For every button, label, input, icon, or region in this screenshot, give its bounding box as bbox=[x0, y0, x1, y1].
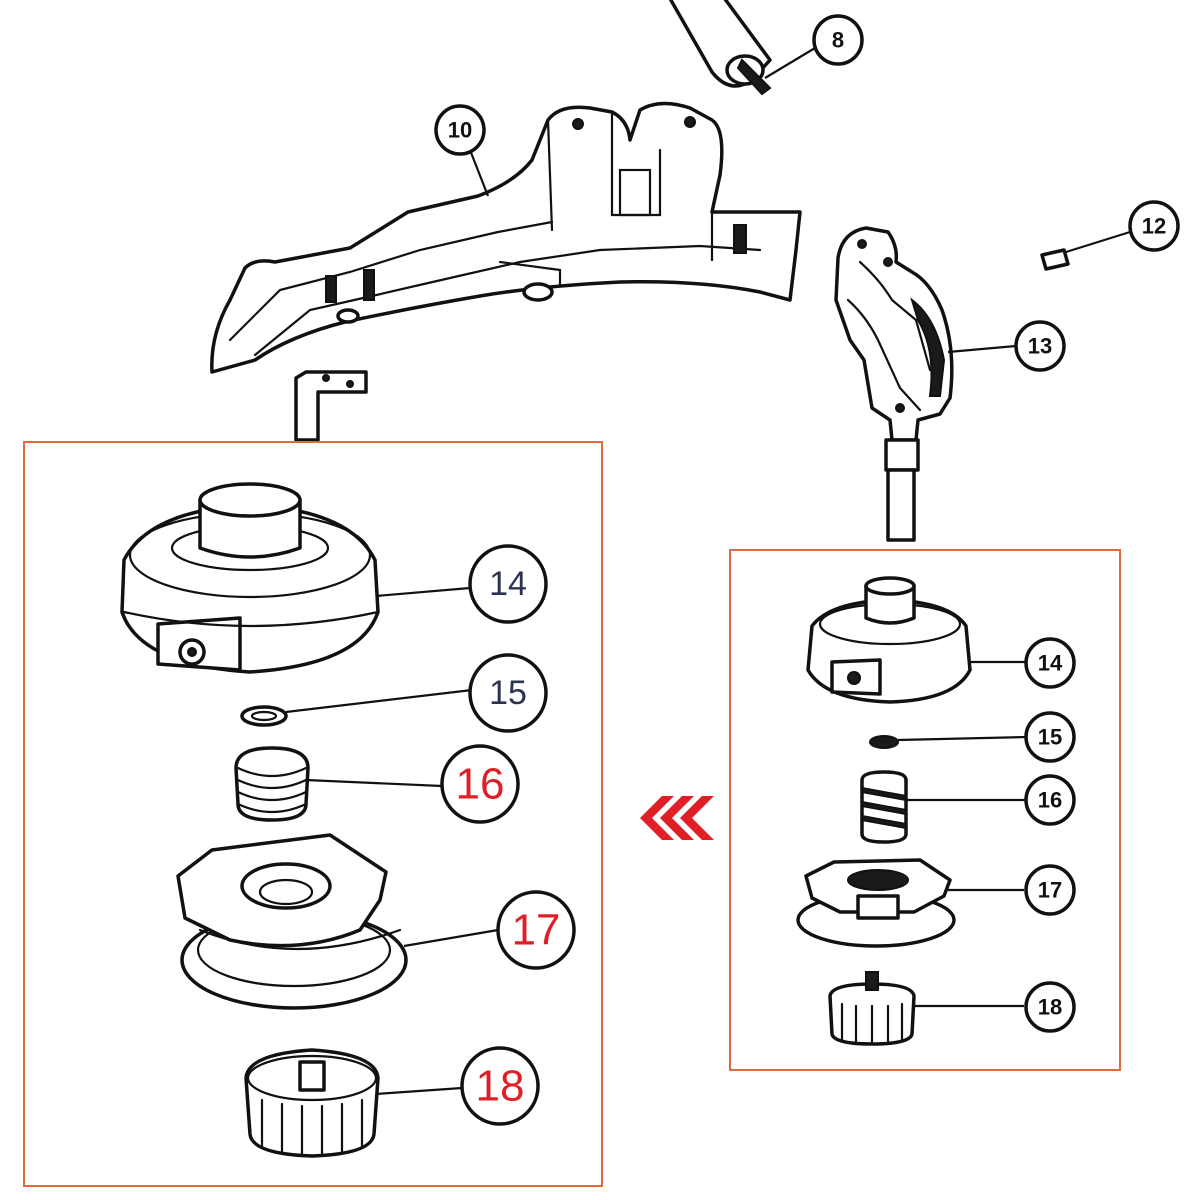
knob-part-18-small bbox=[828, 971, 1024, 1046]
callout-12-label: 12 bbox=[1142, 214, 1166, 239]
callout-13-label: 13 bbox=[1028, 334, 1052, 359]
left-detail-frame bbox=[23, 441, 603, 1187]
callout-15-small: 15 bbox=[1024, 711, 1076, 763]
callout-15-large-label: 15 bbox=[489, 674, 527, 712]
callout-17-large-label: 17 bbox=[512, 906, 561, 955]
spring-part-16-large bbox=[234, 746, 443, 822]
callout-8: 8 bbox=[812, 14, 864, 66]
callout-8-label: 8 bbox=[832, 28, 844, 53]
guard-part-10 bbox=[210, 101, 802, 374]
screw-part-12 bbox=[1040, 230, 1131, 271]
callout-16-small-label: 16 bbox=[1038, 788, 1062, 813]
callout-14-large-label: 14 bbox=[489, 565, 527, 603]
callout-10-label: 10 bbox=[448, 118, 472, 143]
callout-17-small: 17 bbox=[1024, 864, 1076, 916]
callout-17-small-label: 17 bbox=[1038, 878, 1062, 903]
knob-part-18-large bbox=[244, 1048, 463, 1158]
right-detail-frame bbox=[729, 549, 1121, 1071]
callout-14-small-label: 14 bbox=[1038, 651, 1063, 676]
gear-head-part-13 bbox=[834, 226, 1017, 542]
spring-part-16-small bbox=[860, 770, 1028, 844]
callout-13: 13 bbox=[1014, 320, 1066, 372]
callout-14-small: 14 bbox=[1024, 637, 1076, 689]
callout-17-large: 17 bbox=[496, 890, 576, 970]
callout-16-large: 16 bbox=[440, 744, 520, 824]
callout-18-small: 18 bbox=[1024, 981, 1076, 1033]
callout-14-large: 14 bbox=[468, 544, 548, 624]
washer-part-15-large bbox=[240, 688, 473, 727]
spool-cover-part-14-small bbox=[806, 576, 1026, 704]
callout-18-small-label: 18 bbox=[1038, 995, 1062, 1020]
callout-15-large: 15 bbox=[468, 653, 548, 733]
spool-cover-part-14-large bbox=[120, 482, 471, 674]
callout-10: 10 bbox=[434, 104, 486, 156]
callout-18-large-label: 18 bbox=[476, 1062, 525, 1111]
shaft-tube-part-8 bbox=[668, 0, 816, 96]
spool-part-17-small bbox=[796, 858, 1024, 948]
callout-16-small: 16 bbox=[1024, 774, 1076, 826]
callout-16-large-label: 16 bbox=[456, 760, 505, 809]
washer-part-15-small bbox=[869, 735, 1029, 749]
callout-18-large: 18 bbox=[460, 1046, 540, 1126]
spool-part-17-large bbox=[176, 833, 499, 1010]
bracket-part bbox=[294, 370, 368, 442]
triple-chevron-left-icon bbox=[640, 796, 714, 840]
callout-15-small-label: 15 bbox=[1038, 725, 1062, 750]
callout-12: 12 bbox=[1128, 200, 1180, 252]
